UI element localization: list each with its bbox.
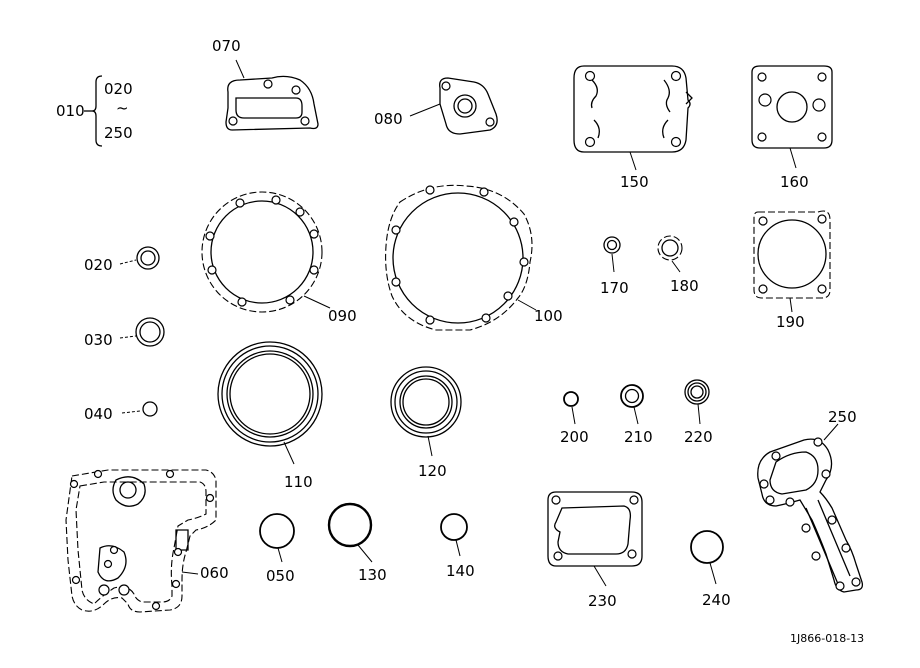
label-100: 100 <box>534 307 563 325</box>
label-240: 240 <box>702 591 731 609</box>
part-130-o-ring[interactable]: 130 <box>327 502 387 584</box>
label-220: 220 <box>684 428 713 446</box>
part-110-seal[interactable]: 110 <box>217 341 323 491</box>
label-110: 110 <box>284 473 313 491</box>
label-250-range-end: 250 <box>104 124 133 142</box>
part-160-gasket[interactable]: 160 <box>751 65 833 191</box>
part-060-gasket[interactable]: 060 <box>65 469 229 613</box>
part-150-gasket[interactable]: 150 <box>573 65 693 191</box>
label-070: 070 <box>212 37 241 55</box>
part-220-seal[interactable]: 220 <box>684 379 713 446</box>
part-020-ring[interactable]: 020 <box>84 246 160 274</box>
label-030: 030 <box>84 331 113 349</box>
part-180-ring[interactable]: 180 <box>657 235 699 295</box>
part-200-o-ring[interactable]: 200 <box>560 391 589 446</box>
part-210-ring[interactable]: 210 <box>620 384 653 446</box>
label-080: 080 <box>374 110 403 128</box>
part-250-gasket[interactable]: 250 <box>757 408 864 593</box>
label-140: 140 <box>446 562 475 580</box>
label-130: 130 <box>358 566 387 584</box>
label-020-range-start: 020 <box>104 80 133 98</box>
group-callout-010: 010 020 ~ 250 <box>56 75 133 147</box>
part-090-gasket[interactable]: 090 <box>201 191 357 325</box>
label-160: 160 <box>780 173 809 191</box>
label-210: 210 <box>624 428 653 446</box>
label-090: 090 <box>328 307 357 325</box>
label-050: 050 <box>266 567 295 585</box>
label-020: 020 <box>84 256 113 274</box>
label-040: 040 <box>84 405 113 423</box>
drawing-code: 1J866-018-13 <box>790 632 864 645</box>
part-040-ring[interactable]: 040 <box>84 401 158 423</box>
part-120-seal[interactable]: 120 <box>390 366 462 480</box>
label-010: 010 <box>56 102 85 120</box>
part-030-ring[interactable]: 030 <box>84 317 165 349</box>
label-230: 230 <box>588 592 617 610</box>
label-150: 150 <box>620 173 649 191</box>
part-230-gasket[interactable]: 230 <box>547 491 643 610</box>
label-060: 060 <box>200 564 229 582</box>
part-100-gasket[interactable]: 100 <box>385 184 563 331</box>
part-140-o-ring[interactable]: 140 <box>440 513 475 580</box>
range-tilde: ~ <box>116 99 129 117</box>
part-190-gasket[interactable]: 190 <box>753 210 831 331</box>
part-170-ring[interactable]: 170 <box>600 236 629 297</box>
label-120: 120 <box>418 462 447 480</box>
part-240-o-ring[interactable]: 240 <box>690 530 731 609</box>
label-250: 250 <box>828 408 857 426</box>
label-180: 180 <box>670 277 699 295</box>
part-070-gasket[interactable]: 070 <box>212 37 319 131</box>
label-170: 170 <box>600 279 629 297</box>
part-050-o-ring[interactable]: 050 <box>259 513 295 585</box>
part-080-gasket[interactable]: 080 <box>374 77 498 135</box>
label-200: 200 <box>560 428 589 446</box>
label-190: 190 <box>776 313 805 331</box>
